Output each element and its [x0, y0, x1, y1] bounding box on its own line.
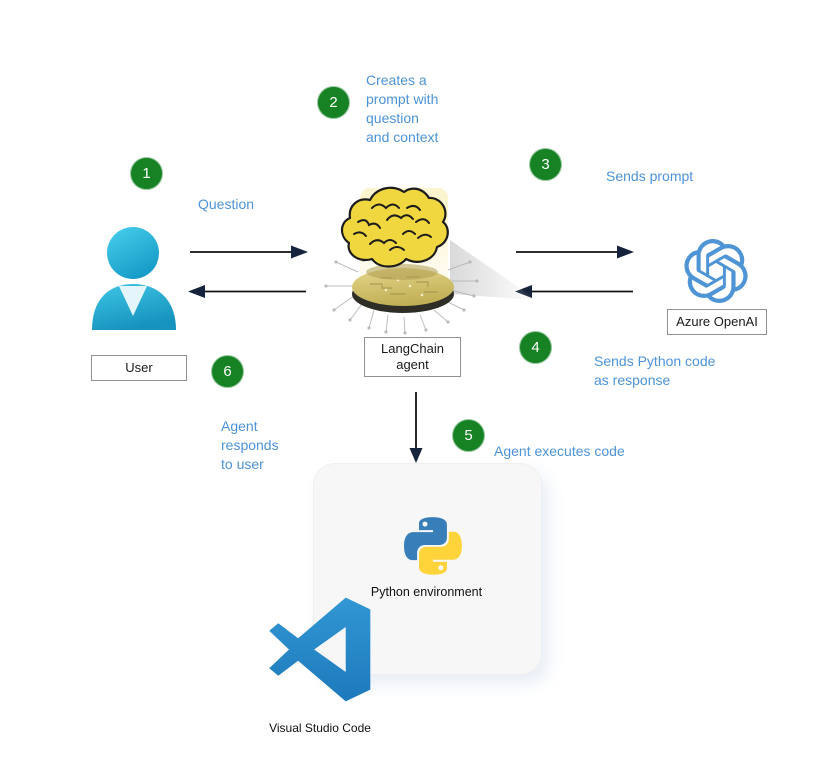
openai-logo-icon — [684, 239, 748, 303]
step-caption-creates-prompt: Creates a prompt with question and conte… — [366, 72, 439, 145]
step-badge-3: 3 — [529, 148, 562, 181]
step-badge-2: 2 — [317, 86, 350, 119]
user-label: User — [91, 355, 187, 381]
langchain-agent-label: LangChain agent — [364, 337, 461, 377]
person-icon — [92, 227, 176, 330]
arrow-agent-to-python — [409, 392, 423, 463]
brain-on-chip-icon — [324, 186, 537, 335]
arrow-user-to-agent — [190, 245, 308, 259]
vscode-label: Visual Studio Code — [269, 721, 371, 735]
step-badge-4: 4 — [519, 331, 552, 364]
python-logo-icon — [404, 517, 462, 575]
step-caption-agent-responds: Agent responds to user — [221, 418, 279, 472]
step-caption-sends-prompt: Sends prompt — [606, 168, 694, 184]
step-badge-6: 6 — [211, 355, 244, 388]
step-badge-5: 5 — [452, 419, 485, 452]
vscode-logo-icon — [269, 597, 371, 702]
arrow-agent-to-user — [188, 285, 306, 298]
azure-openai-label: Azure OpenAI — [667, 309, 767, 335]
step-caption-sends-python-code: Sends Python code as response — [594, 353, 716, 388]
step-badge-1: 1 — [130, 157, 163, 190]
python-environment-label: Python environment — [370, 585, 483, 599]
step-caption-agent-executes-code: Agent executes code — [494, 443, 625, 459]
step-caption-question: Question — [198, 196, 255, 212]
